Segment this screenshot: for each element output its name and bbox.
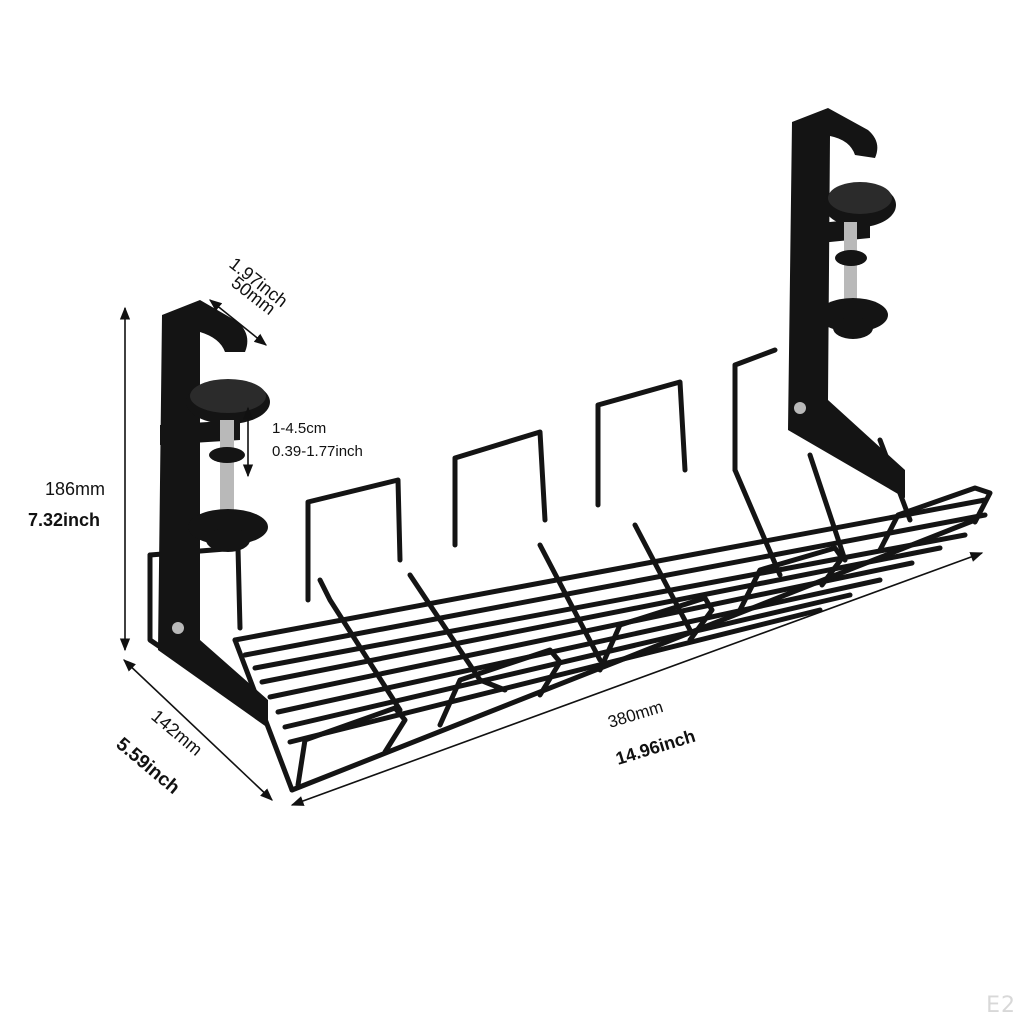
clamp-gap-inch-label: 0.39-1.77inch <box>272 443 363 460</box>
right-clamp-screw-hole <box>794 402 806 414</box>
left-threaded-rod <box>220 420 234 520</box>
watermark-label: E2 <box>986 993 1016 1018</box>
height-inch-label: 7.32inch <box>28 510 100 530</box>
height-mm-label: 186mm <box>45 479 105 499</box>
left-clamp-screw-hole <box>172 622 184 634</box>
length-mm-label: 380mm <box>606 697 666 732</box>
dimension-lines <box>119 299 984 806</box>
left-clamp <box>158 300 270 728</box>
right-clamp <box>788 108 905 498</box>
width-mm-label: 142mm <box>147 706 206 760</box>
width-inch-label: 5.59inch <box>112 734 184 799</box>
width-dimension-line <box>123 659 273 801</box>
length-dimension-line <box>290 552 984 806</box>
length-inch-label: 14.96inch <box>613 726 697 769</box>
wire-basket <box>147 347 993 793</box>
clamp-gap-cm-label: 1-4.5cm <box>272 420 326 437</box>
clamp-depth-dimension-line <box>209 299 267 346</box>
